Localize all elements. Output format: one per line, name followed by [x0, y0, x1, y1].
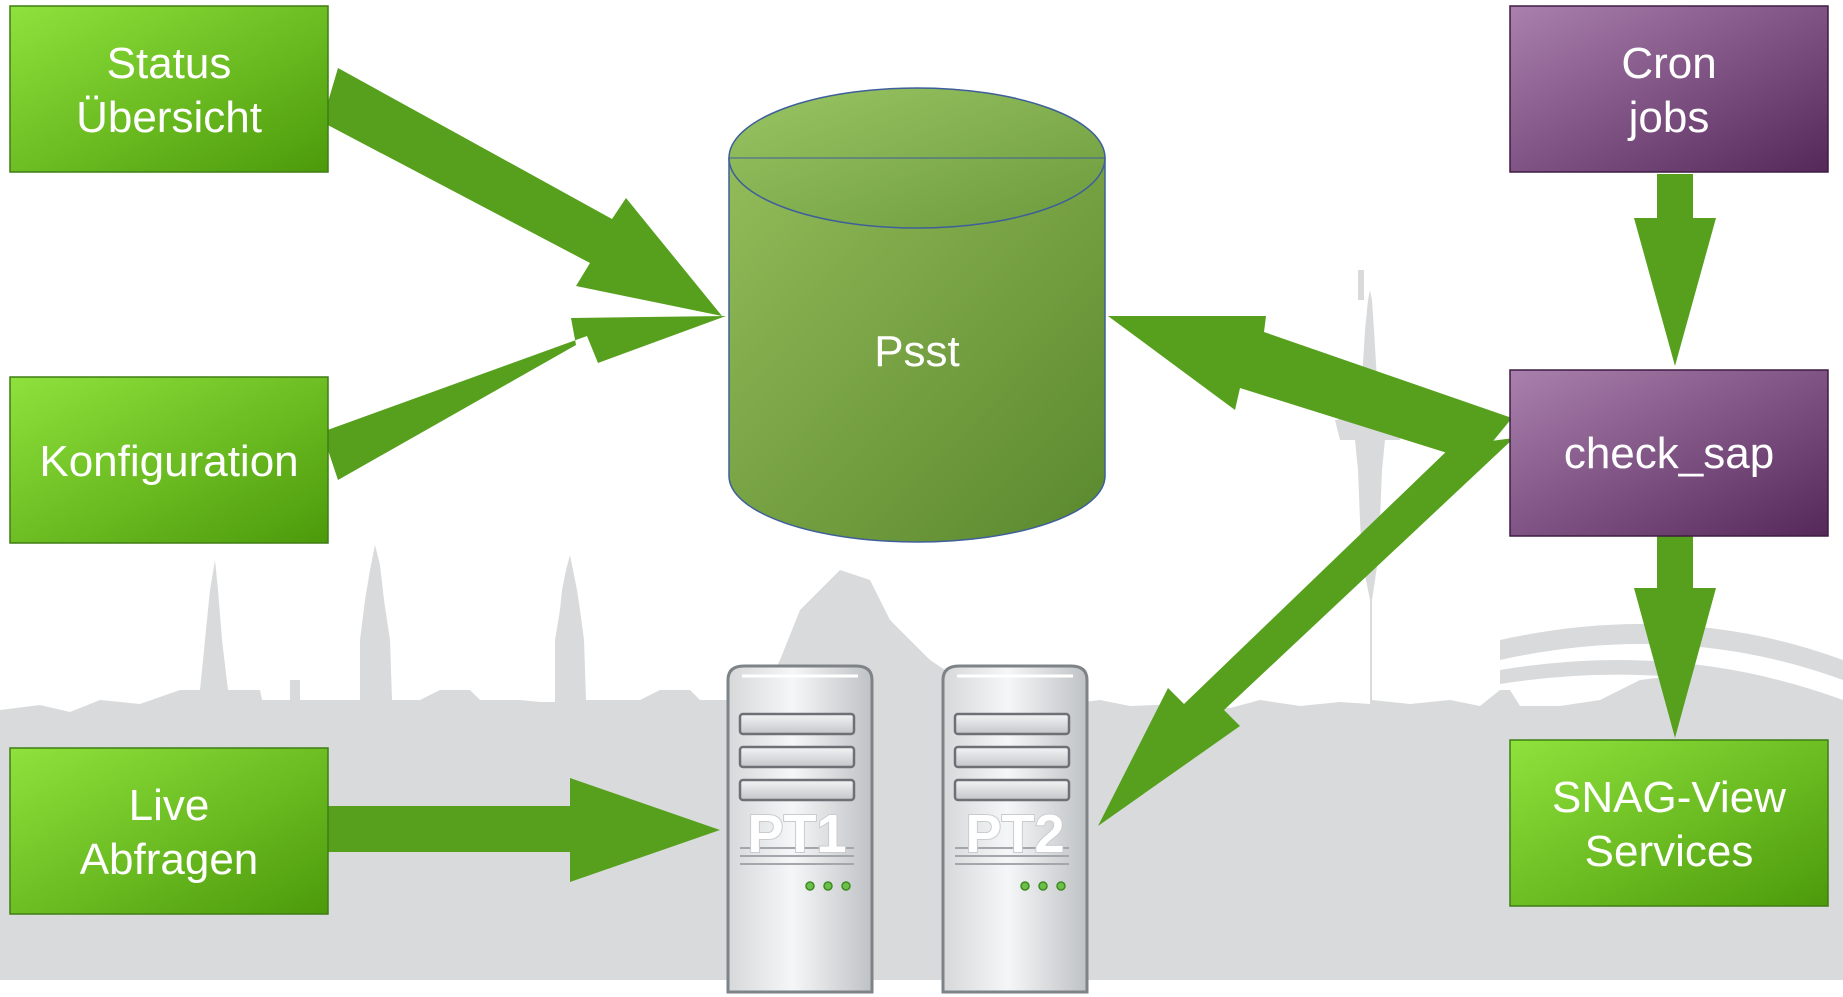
- drive-bay: [738, 778, 856, 802]
- drive-bay: [738, 712, 856, 736]
- box-check-sap-label: check_sap: [1564, 429, 1774, 478]
- status-led-icon: [1056, 881, 1066, 891]
- arrow-status-to-db: [322, 68, 722, 316]
- flow-arrows: [320, 68, 1716, 882]
- server-label-pt2: PT2: [965, 804, 1064, 864]
- arrow-checksap-to-snag: [1634, 536, 1716, 738]
- server-pt2: PT2: [941, 664, 1089, 994]
- box-cron-line2: jobs: [1627, 93, 1710, 142]
- box-snag-line2: Services: [1585, 827, 1754, 876]
- box-live-abfragen: Live Abfragen: [9, 747, 329, 915]
- box-live-line2: Abfragen: [80, 835, 259, 884]
- status-led-icon: [841, 881, 851, 891]
- server-label-pt1: PT1: [747, 804, 846, 864]
- box-snag-view-services: SNAG-View Services: [1509, 739, 1829, 907]
- box-konfiguration: Konfiguration: [9, 376, 329, 544]
- arrow-cron-to-checksap: [1634, 174, 1716, 366]
- drive-bay: [953, 745, 1071, 769]
- status-led-icon: [1038, 881, 1048, 891]
- server-pt1: PT1: [726, 664, 874, 994]
- box-status-uebersicht: Status Übersicht: [9, 5, 329, 173]
- box-konfiguration-label: Konfiguration: [39, 437, 298, 486]
- box-check-sap: check_sap: [1509, 369, 1829, 537]
- box-status-line2: Übersicht: [76, 93, 262, 142]
- drive-bay: [953, 778, 1071, 802]
- box-snag-line1: SNAG-View: [1552, 773, 1786, 822]
- status-led-icon: [1020, 881, 1030, 891]
- box-cron-jobs: Cron jobs: [1509, 5, 1829, 173]
- arrow-live-to-pt1: [320, 778, 720, 882]
- status-led-icon: [805, 881, 815, 891]
- drive-bay: [738, 745, 856, 769]
- arrow-checksap-to-db: [1108, 316, 1512, 462]
- arrow-checksap-to-pt2: [1098, 438, 1514, 826]
- database-label: Psst: [874, 327, 960, 376]
- box-cron-line1: Cron: [1621, 39, 1716, 88]
- box-status-line1: Status: [107, 39, 232, 88]
- arrow-config-to-db: [322, 316, 726, 480]
- database-cylinder: Psst: [728, 87, 1106, 543]
- drive-bay: [953, 712, 1071, 736]
- box-live-line1: Live: [129, 781, 210, 830]
- status-led-icon: [823, 881, 833, 891]
